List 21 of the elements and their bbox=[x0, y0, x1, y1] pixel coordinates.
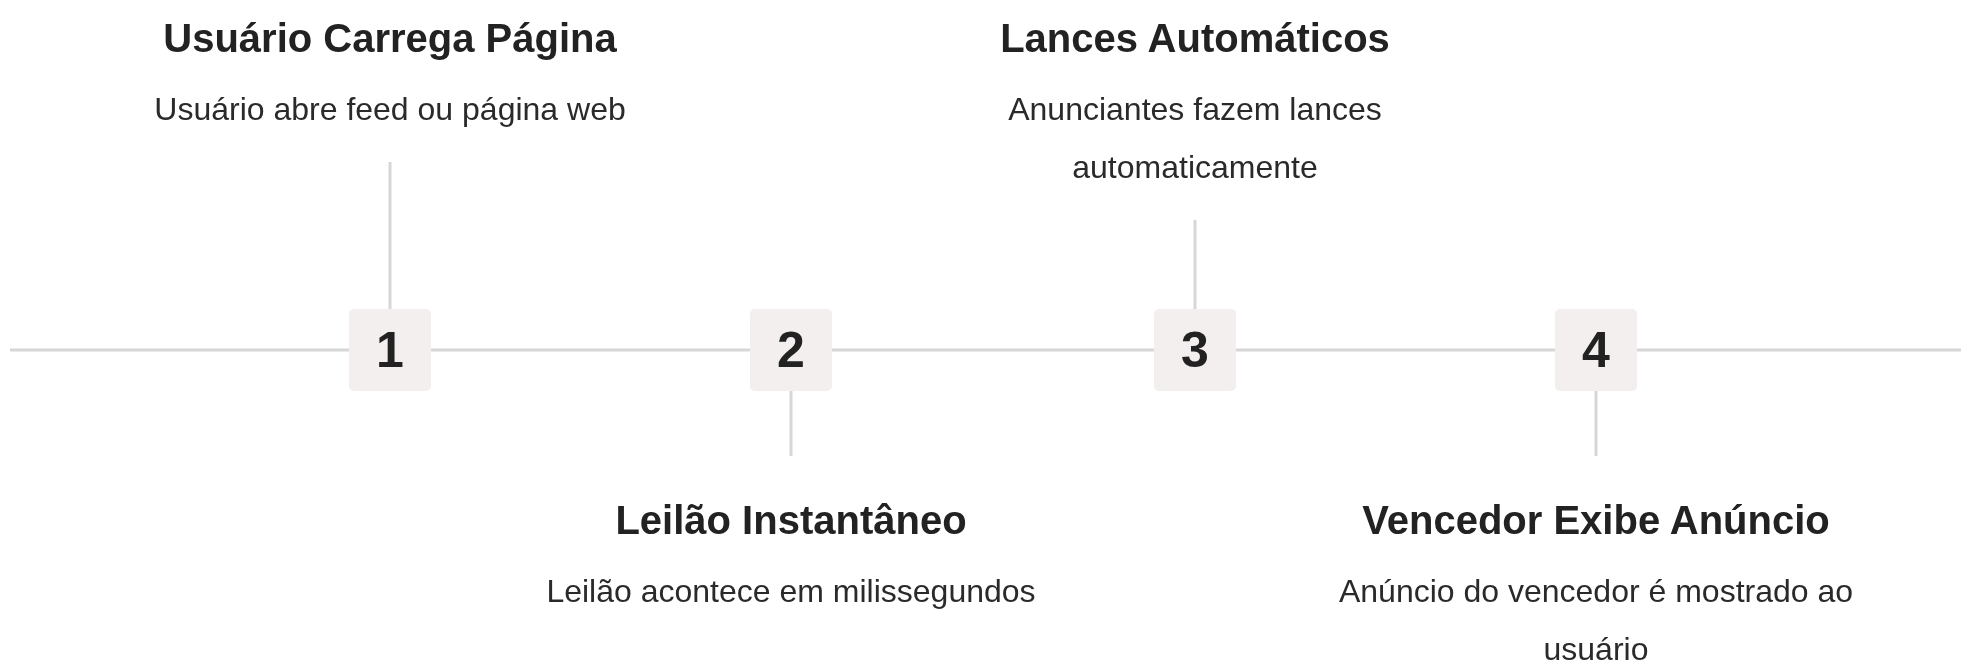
step-number: 2 bbox=[750, 309, 832, 391]
leader-line bbox=[1594, 391, 1598, 456]
step-number: 1 bbox=[349, 309, 431, 391]
step-description: Leilão acontece em milissegundos bbox=[546, 572, 1036, 611]
timeline-line bbox=[10, 348, 349, 352]
leader-line bbox=[1193, 220, 1197, 309]
step-number: 4 bbox=[1555, 309, 1637, 391]
timeline-line bbox=[832, 348, 1154, 352]
step-title: Usuário Carrega Página bbox=[163, 15, 617, 62]
leader-line bbox=[388, 162, 392, 309]
timeline-line bbox=[1637, 348, 1961, 352]
step-number: 3 bbox=[1154, 309, 1236, 391]
step-title: Vencedor Exibe Anúncio bbox=[1362, 497, 1830, 544]
step-description: Anunciantes fazem lances automaticamente bbox=[1007, 90, 1383, 187]
timeline-line bbox=[431, 348, 750, 352]
leader-line bbox=[789, 391, 793, 456]
step-title: Lances Automáticos bbox=[1000, 15, 1390, 62]
step-description: Anúncio do vencedor é mostrado ao usuário bbox=[1337, 572, 1855, 669]
step-description: Usuário abre feed ou página web bbox=[154, 90, 626, 129]
timeline-line bbox=[1236, 348, 1555, 352]
step-title: Leilão Instantâneo bbox=[615, 497, 967, 544]
